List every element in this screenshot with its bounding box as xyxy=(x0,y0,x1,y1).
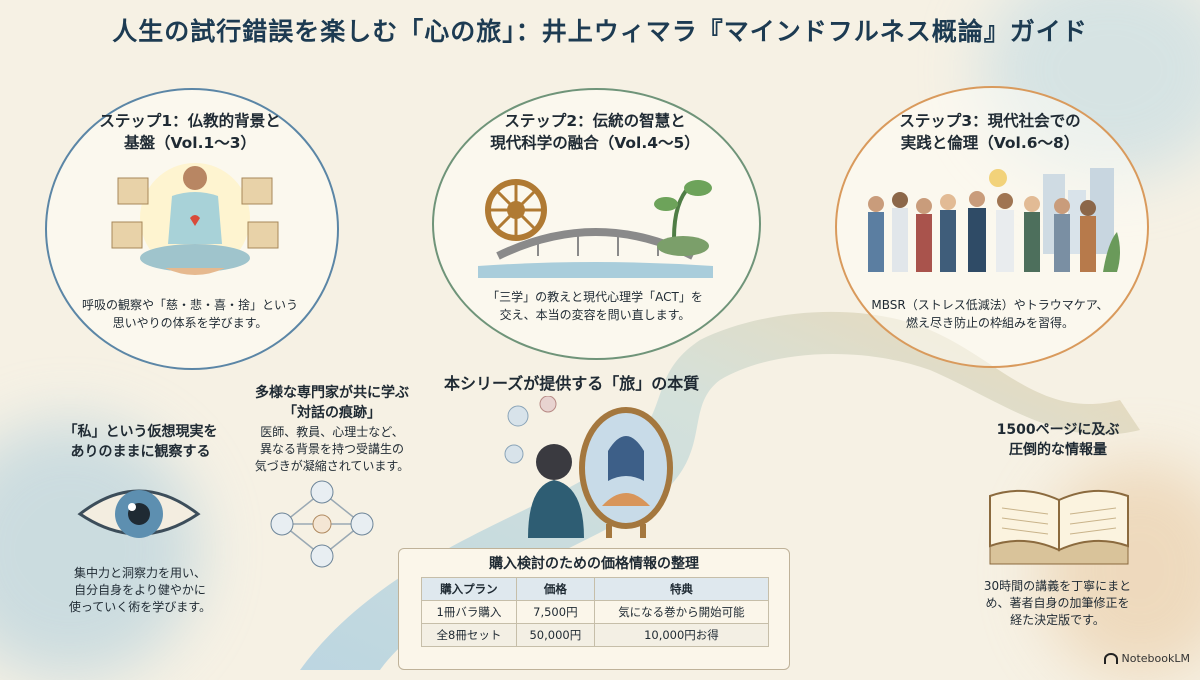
journey-essence-heading: 本シリーズが提供する「旅」の本質 xyxy=(444,374,700,393)
dialogue-title-line1: 多様な専門家が共に学ぶ xyxy=(255,385,409,401)
plan-set: 全8冊セット xyxy=(421,623,517,647)
step2-desc-line2: 交え、本当の変容を問い直します。 xyxy=(499,308,691,322)
header-benefit: 特典 xyxy=(593,577,770,601)
step2-title-line1: ステップ2：伝統の智慧と xyxy=(504,112,686,130)
page-title: 人生の試行錯誤を楽しむ「心の旅」：井上ウィマラ『マインドフルネス概論』ガイド xyxy=(112,17,1088,46)
volume-desc-line2: め、著者自身の加筆修正を xyxy=(985,596,1130,610)
benefit-single: 気になる巻から開始可能 xyxy=(593,600,770,624)
price-scroll: 購入検討のための価格情報の整理 購入プラン 価格 特典 1冊バラ購入 7,500… xyxy=(398,548,790,670)
volume-title: 1500ページに及ぶ 圧倒的な情報量 xyxy=(958,420,1158,460)
price-title: 購入検討のための価格情報の整理 xyxy=(489,556,699,572)
mirror-illustration xyxy=(504,396,673,538)
notebooklm-logo-icon xyxy=(1103,652,1118,664)
price-single: 7,500円 xyxy=(515,600,595,624)
dialogue-title: 多様な専門家が共に学ぶ 「対話の痕跡」 xyxy=(232,383,432,423)
dialogue-title-line2: 「対話の痕跡」 xyxy=(283,405,381,421)
step3-description: MBSR（ストレス低減法）やトラウマケア、 燃え尽き防止の枠組みを習得。 xyxy=(850,296,1130,332)
observe-description: 集中力と洞察力を用い、 自分自身をより健やかに 使っていく術を学びます。 xyxy=(30,565,250,616)
step2-description: 「三学」の教えと現代心理学「ACT」を 交え、本当の変容を問い直します。 xyxy=(460,288,730,324)
table-row: 全8冊セット 50,000円 10,000円お得 xyxy=(421,623,770,647)
observe-desc-line2: 自分自身をより健やかに xyxy=(74,583,206,597)
dialogue-desc-line2: 異なる背景を持つ受講生の xyxy=(259,442,404,456)
eye-icon xyxy=(77,489,201,538)
step1-title-line1: ステップ1：仏教的背景と xyxy=(99,112,281,130)
price-table: 購入プラン 価格 特典 1冊バラ購入 7,500円 気になる巻から開始可能 全8… xyxy=(421,577,770,647)
dialogue-desc-line3: 気づきが凝縮されています。 xyxy=(254,459,410,473)
volume-title-line1: 1500ページに及ぶ xyxy=(996,422,1120,438)
observe-title: 「私」という仮想現実を ありのままに観察する xyxy=(28,422,253,462)
meditation-illustration xyxy=(111,163,279,275)
step1-title-line2: 基盤（Vol.1〜3） xyxy=(123,134,257,152)
price-table-header: 購入プラン 価格 特典 xyxy=(421,577,770,601)
open-book-icon xyxy=(989,489,1129,565)
benefit-set: 10,000円お得 xyxy=(593,623,770,647)
step3-desc-line1: MBSR（ストレス低減法）やトラウマケア、 xyxy=(871,298,1109,312)
volume-title-line2: 圧倒的な情報量 xyxy=(1009,442,1107,458)
dialogue-description: 医師、教員、心理士など、 異なる背景を持つ受講生の 気づきが凝縮されています。 xyxy=(232,424,432,475)
professionals-illustration xyxy=(868,168,1120,272)
price-set: 50,000円 xyxy=(515,623,595,647)
badge-label: NotebookLM xyxy=(1121,652,1190,665)
step2-title: ステップ2：伝統の智慧と 現代科学の融合（Vol.4〜5） xyxy=(455,110,735,154)
network-people-illustration xyxy=(270,480,374,568)
step3-title-line2: 実践と倫理（Vol.6〜8） xyxy=(900,134,1080,152)
step2-desc-line1: 「三学」の教えと現代心理学「ACT」を xyxy=(487,290,703,304)
step3-title-line1: ステップ3：現代社会での xyxy=(899,112,1081,130)
header-price: 価格 xyxy=(515,577,595,601)
step1-desc-line2: 思いやりの体系を学びます。 xyxy=(112,316,268,330)
step1-title: ステップ1：仏教的背景と 基盤（Vol.1〜3） xyxy=(60,110,320,154)
volume-description: 30時間の講義を丁寧にまと め、著者自身の加筆修正を 経た決定版です。 xyxy=(950,578,1165,629)
observe-desc-line1: 集中力と洞察力を用い、 xyxy=(73,566,206,580)
step1-desc-line1: 呼吸の観察や「慈・悲・喜・捨」という xyxy=(81,298,298,312)
step1-description: 呼吸の観察や「慈・悲・喜・捨」という 思いやりの体系を学びます。 xyxy=(55,296,325,332)
watercolor-wash xyxy=(0,420,200,680)
step3-desc-line2: 燃え尽き防止の枠組みを習得。 xyxy=(905,316,1074,330)
notebooklm-badge: NotebookLM xyxy=(1103,652,1190,665)
step2-circle xyxy=(432,88,761,360)
dialogue-desc-line1: 医師、教員、心理士など、 xyxy=(260,425,404,439)
bridge-illustration xyxy=(478,179,713,278)
table-row: 1冊バラ購入 7,500円 気になる巻から開始可能 xyxy=(421,600,770,624)
volume-desc-line3: 経た決定版です。 xyxy=(1010,613,1105,627)
step3-title: ステップ3：現代社会での 実践と倫理（Vol.6〜8） xyxy=(850,110,1130,154)
step2-title-line2: 現代科学の融合（Vol.4〜5） xyxy=(490,134,700,152)
observe-title-line1: 「私」という仮想現実を xyxy=(63,424,218,440)
observe-title-line2: ありのままに観察する xyxy=(70,444,211,460)
observe-desc-line3: 使っていく術を学びます。 xyxy=(68,600,212,614)
volume-desc-line1: 30時間の講義を丁寧にまと xyxy=(983,579,1132,593)
header-plan: 購入プラン xyxy=(421,577,517,601)
plan-single: 1冊バラ購入 xyxy=(421,600,517,624)
